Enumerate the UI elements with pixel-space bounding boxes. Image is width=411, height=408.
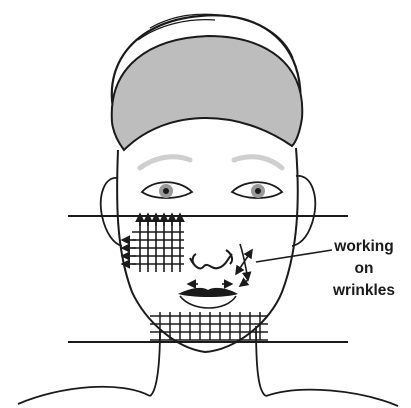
annotation-line-3: wrinkles: [316, 280, 411, 302]
nose: [190, 250, 232, 268]
neck-shoulders: [18, 326, 398, 406]
annotation-line-1: working: [316, 236, 411, 258]
lips: [178, 288, 238, 308]
eye-right: [232, 182, 282, 198]
eyebrow-right: [234, 157, 282, 168]
nasolabial-arrows-icon: [236, 244, 252, 286]
annotation-label: working on wrinkles: [316, 236, 411, 302]
face-outline: [117, 148, 298, 352]
eye-left: [142, 182, 192, 198]
eyebrow-left: [140, 157, 190, 168]
cheek-grid-icon: [132, 222, 184, 272]
headband: [112, 36, 303, 150]
annotation-line-2: on: [316, 258, 411, 280]
cheek-arrows-left-icon: [122, 240, 136, 264]
